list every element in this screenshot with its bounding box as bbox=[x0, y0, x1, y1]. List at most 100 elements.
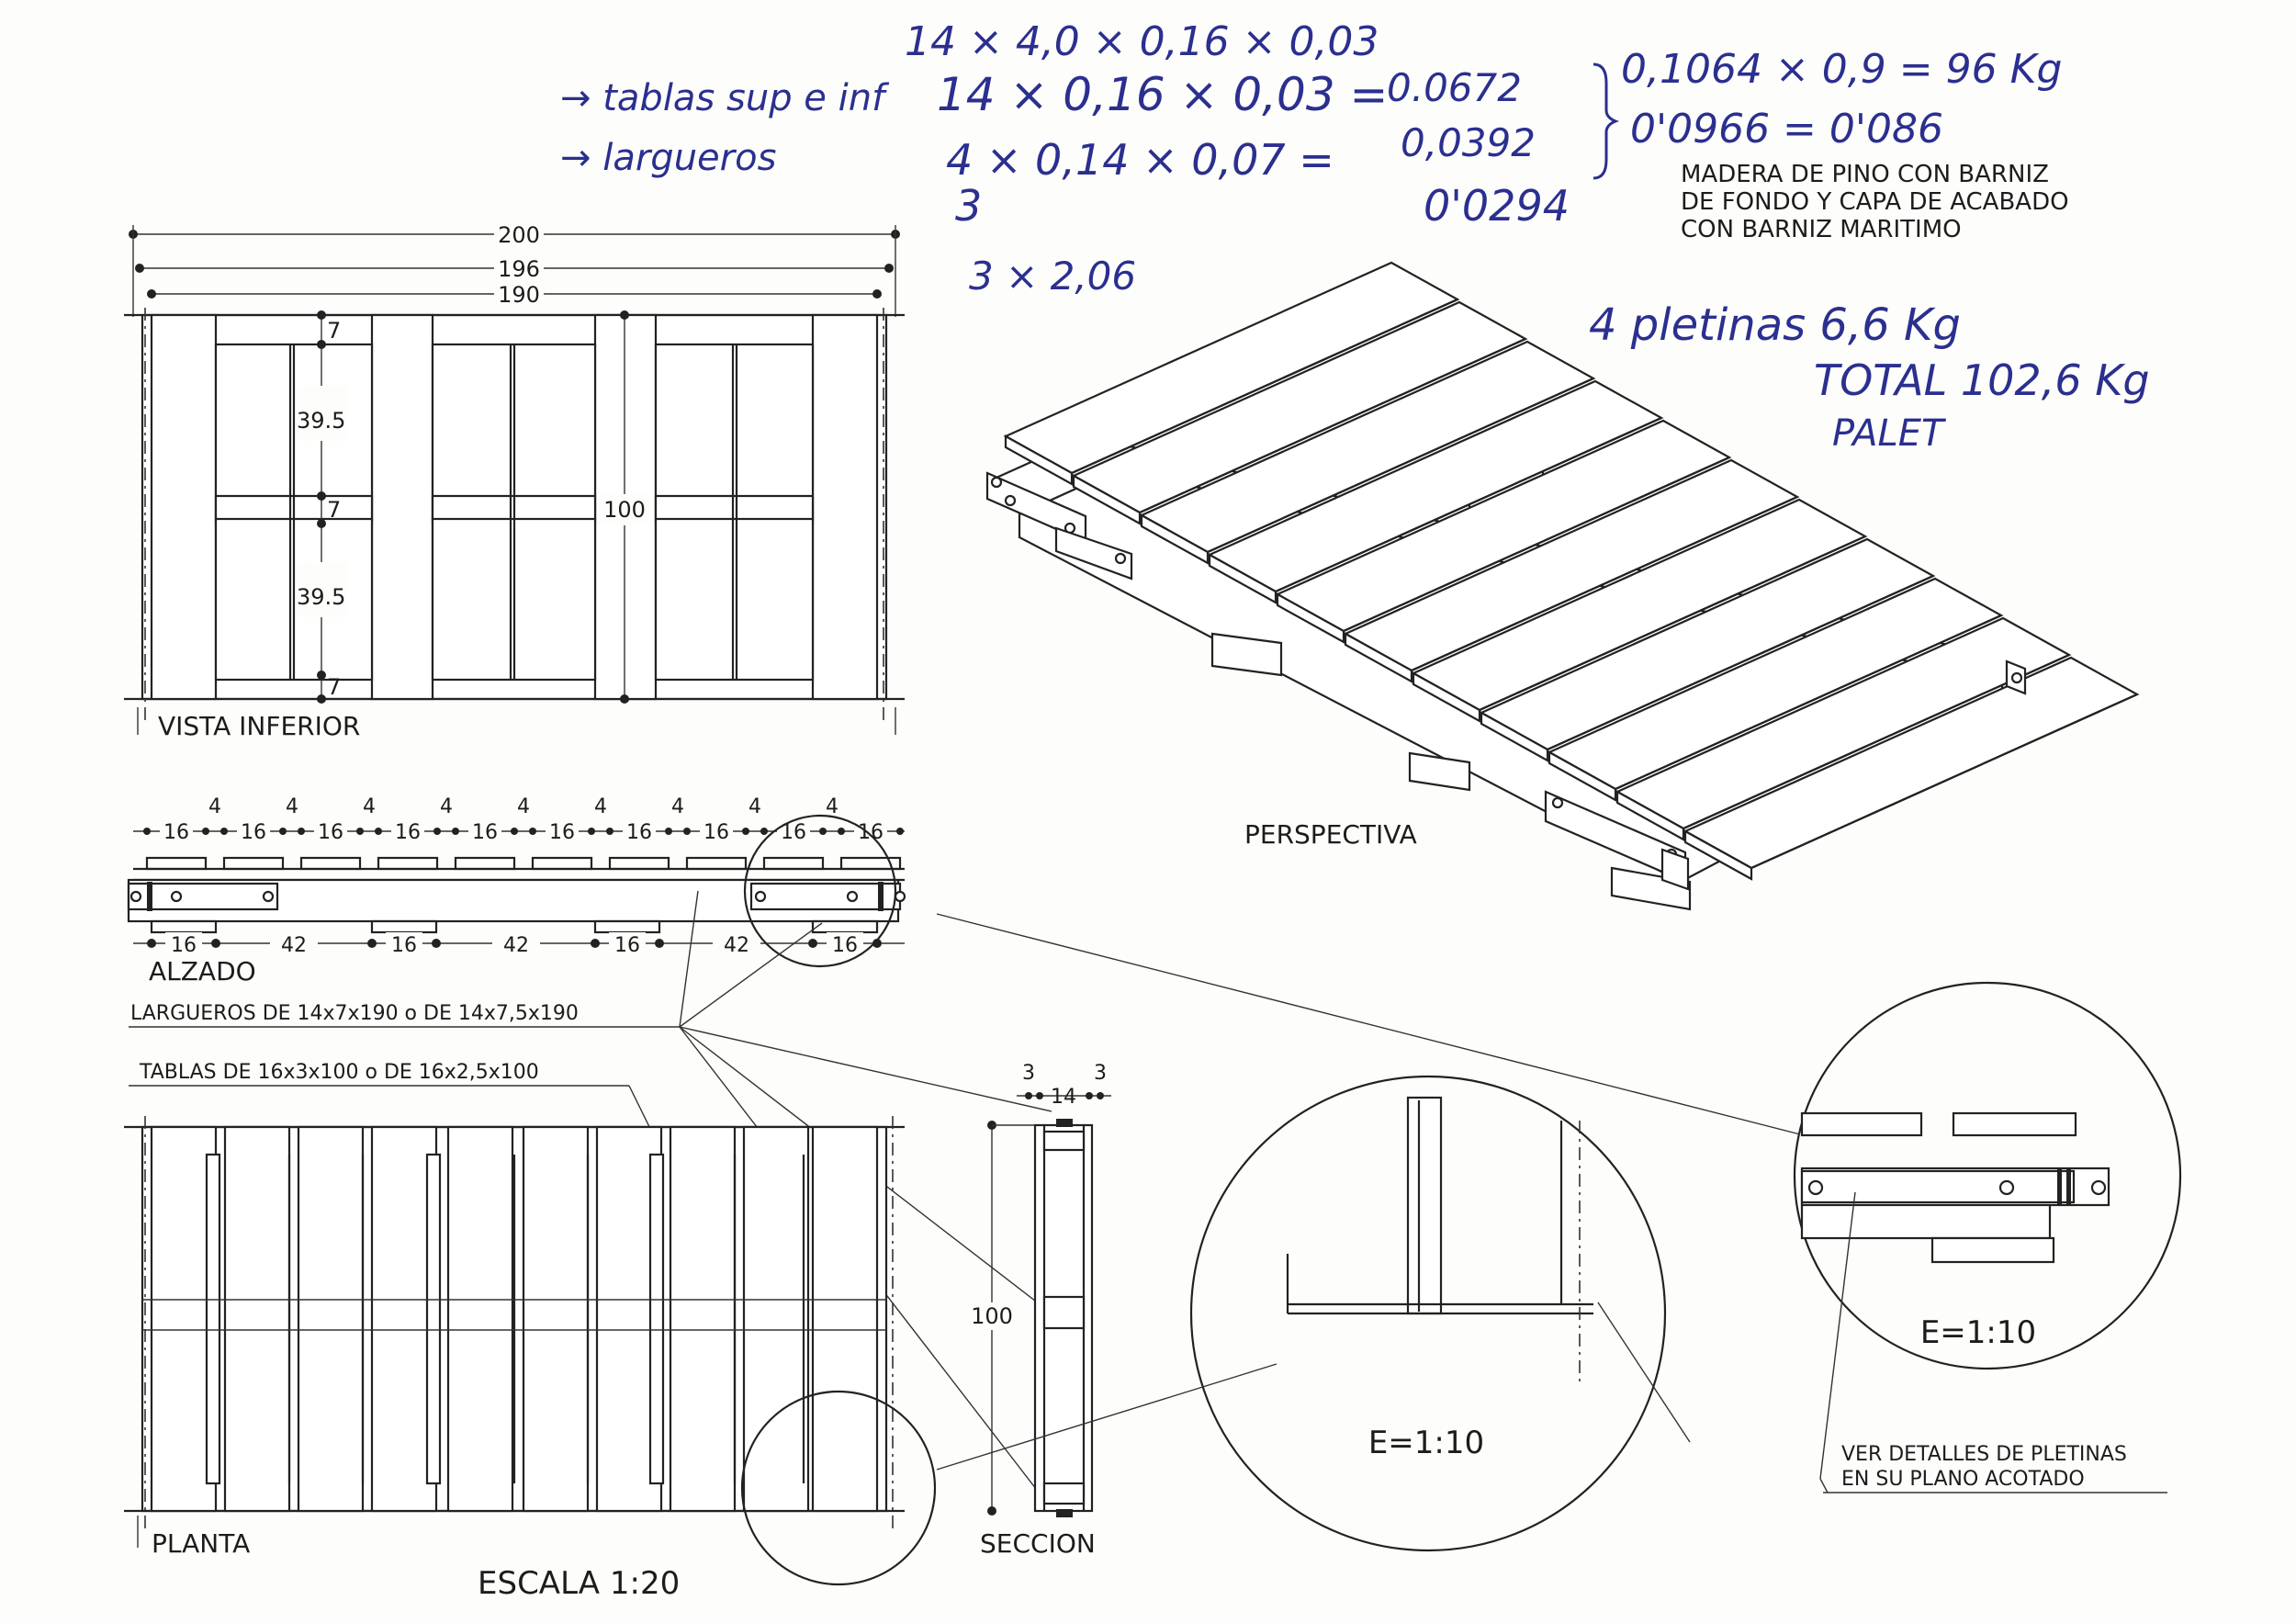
top-board bbox=[454, 856, 516, 871]
dim-mask bbox=[777, 820, 810, 842]
dim-board-gap: 4 bbox=[671, 795, 684, 818]
dim-bottom-board-1: 16 bbox=[171, 934, 197, 957]
dim-tick bbox=[588, 828, 595, 835]
dim-board-gap: 4 bbox=[286, 795, 298, 818]
dim-tick bbox=[511, 828, 518, 835]
detail-section-circle: E=1:10 bbox=[936, 1075, 1691, 1552]
perspective-board-edge bbox=[1004, 434, 1074, 486]
dim-board-width: 16 bbox=[549, 821, 575, 844]
dim-tick bbox=[202, 828, 209, 835]
dim-tick bbox=[356, 828, 364, 835]
perspective-board-line bbox=[1207, 377, 1594, 554]
label-tablas: TABLAS DE 16x3x100 o DE 16x2,5x100 bbox=[139, 1061, 539, 1084]
volume-3: 0'0294 bbox=[1424, 181, 1570, 231]
plan-board bbox=[669, 1125, 737, 1513]
dim-mask bbox=[623, 820, 656, 842]
dim-tick bbox=[896, 828, 904, 835]
plan-board bbox=[811, 1125, 879, 1513]
dim-tick bbox=[665, 828, 672, 835]
perspective-board-edge bbox=[1615, 790, 1685, 841]
perspective-board-line bbox=[1750, 693, 2138, 870]
detail-circle-elevation bbox=[743, 814, 897, 968]
dim-section-width: 14 bbox=[1051, 1086, 1076, 1109]
dim-section-height: 100 bbox=[971, 1303, 1013, 1329]
dim-spacing-2: 42 bbox=[503, 934, 529, 957]
handwritten-calculations: 14 × 4,0 × 0,16 × 0,03 14 × 0,16 × 0,03 … bbox=[560, 18, 2150, 455]
top-board bbox=[145, 856, 208, 871]
perspective-board-edge bbox=[1276, 592, 1345, 644]
perspective-board-edge bbox=[1208, 553, 1277, 604]
dim-tick bbox=[742, 828, 749, 835]
calc-line-3-digit: 3 bbox=[955, 181, 982, 231]
bottom-view: 200 196 190 bbox=[124, 220, 905, 741]
dim-spacing-1: 42 bbox=[281, 934, 307, 957]
dim-board-width: 16 bbox=[241, 821, 266, 844]
dim-board-gap: 4 bbox=[517, 795, 530, 818]
dim-bay-top: 39.5 bbox=[297, 408, 345, 434]
dim-tick bbox=[433, 828, 441, 835]
sum-2: 0'0966 = 0'086 bbox=[1630, 106, 1943, 152]
dim-mask bbox=[546, 820, 579, 842]
dim-bottom-board-2: 16 bbox=[391, 934, 417, 957]
dim-tick bbox=[220, 828, 228, 835]
bottom-view-title: VISTA INFERIOR bbox=[158, 711, 360, 741]
dim-board-width: 16 bbox=[858, 821, 884, 844]
top-board bbox=[377, 856, 439, 871]
top-board bbox=[222, 856, 285, 871]
perspective-board-edge bbox=[1072, 474, 1142, 525]
total-weight: TOTAL 102,6 Kg bbox=[1814, 355, 2150, 405]
total-sub: PALET bbox=[1832, 412, 1947, 455]
perspective-board-line bbox=[1615, 614, 2002, 791]
plan-board bbox=[446, 1125, 514, 1513]
pletinas-weight: 4 pletinas 6,6 Kg bbox=[1589, 299, 1961, 351]
dim-spacing-3: 42 bbox=[724, 934, 749, 957]
plan-view: PLANTA ESCALA 1:20 bbox=[124, 1116, 905, 1602]
dim-between-ends: 196 bbox=[498, 256, 540, 282]
material-note-line-1: MADERA DE PINO CON BARNIZ bbox=[1681, 161, 2049, 188]
plan-board bbox=[150, 1125, 218, 1513]
dim-gap-mid: 7 bbox=[327, 497, 341, 523]
perspective-board-line bbox=[1683, 653, 2070, 830]
dim-board-gap: 4 bbox=[363, 795, 376, 818]
volume-1: 0.0672 bbox=[1387, 65, 1522, 110]
dim-bottom-board-3: 16 bbox=[614, 934, 640, 957]
note-largueros: → largueros bbox=[560, 137, 776, 179]
dim-bay-bottom: 39.5 bbox=[297, 584, 345, 610]
perspective-view: PERSPECTIVA bbox=[985, 261, 2140, 911]
perspective-board-edge bbox=[1548, 750, 1617, 802]
plan-board bbox=[522, 1125, 590, 1513]
sum-1: 0,1064 × 0,9 = 96 Kg bbox=[1621, 46, 2062, 93]
calc-line-1: 14 × 4,0 × 0,16 × 0,03 bbox=[905, 18, 1379, 65]
dim-tick bbox=[606, 828, 613, 835]
material-note-line-2: DE FONDO Y CAPA DE ACABADO bbox=[1681, 188, 2069, 216]
dim-tick bbox=[819, 828, 827, 835]
perspective-board-edge bbox=[1140, 513, 1210, 565]
top-board bbox=[299, 856, 362, 871]
calc-line-4: 3 × 2,06 bbox=[969, 254, 1136, 299]
dim-tick bbox=[143, 828, 151, 835]
dim-gap-top: 7 bbox=[327, 318, 341, 344]
dim-mask bbox=[391, 820, 424, 842]
perspective-board-edge bbox=[1412, 671, 1481, 723]
dim-gap-bottom: 7 bbox=[327, 674, 341, 700]
dim-mask bbox=[314, 820, 347, 842]
dim-tick bbox=[375, 828, 382, 835]
plan-stringer bbox=[205, 1153, 221, 1485]
dim-tick bbox=[298, 828, 305, 835]
section-view: 3 14 3 100 SECCION bbox=[966, 1062, 1111, 1559]
detail-scale-2: E=1:10 bbox=[1920, 1314, 2036, 1351]
dim-section-edge-right: 3 bbox=[1094, 1062, 1107, 1085]
perspective-board-line bbox=[1139, 337, 1526, 514]
dim-board-gap: 4 bbox=[594, 795, 607, 818]
dim-board-gap: 4 bbox=[440, 795, 453, 818]
plan-board bbox=[370, 1125, 438, 1513]
perspective-board-edge bbox=[1683, 829, 1753, 881]
ver-detalles-line-2: EN SU PLANO ACOTADO bbox=[1841, 1468, 2085, 1491]
dim-mask bbox=[854, 820, 887, 842]
perspective-board-line bbox=[1547, 574, 1934, 751]
top-board bbox=[531, 856, 593, 871]
perspective-board-line bbox=[1071, 298, 1458, 475]
dim-stringer-length: 190 bbox=[498, 282, 540, 308]
detail-circle-plan bbox=[740, 1390, 937, 1586]
